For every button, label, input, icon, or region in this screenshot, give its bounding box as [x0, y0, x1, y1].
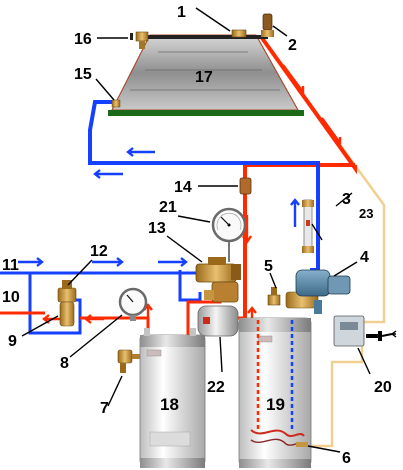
solar-collector-icon[interactable] — [108, 34, 304, 116]
label-3: 3 — [342, 191, 351, 208]
label-13: 13 — [148, 220, 166, 237]
label-6: 6 — [342, 450, 351, 467]
collector-header — [142, 35, 268, 39]
air-vent-icon — [261, 13, 274, 37]
check-valve-icon — [239, 177, 252, 195]
label-5: 5 — [264, 258, 273, 275]
label-14: 14 — [174, 179, 192, 196]
flow-meter-icon — [302, 199, 314, 253]
drain-valve-collector-icon — [111, 99, 121, 108]
domestic-cold-line — [0, 270, 202, 335]
vacuum-breaker-icon — [130, 31, 149, 49]
circulating-pump-icon[interactable] — [285, 269, 351, 314]
label-7: 7 — [100, 400, 109, 417]
label-12: 12 — [90, 243, 108, 260]
solar-storage-tank-icon[interactable] — [238, 317, 312, 468]
label-16: 16 — [74, 31, 92, 48]
label-20: 20 — [374, 379, 392, 396]
label-10: 10 — [2, 289, 20, 306]
label-17: 17 — [195, 69, 213, 86]
label-15: 15 — [74, 66, 92, 83]
pressure-gauge-icon — [211, 207, 247, 262]
boiler-drain-valve-icon — [267, 287, 281, 306]
heat-exchanger-coil — [256, 320, 294, 430]
label-22: 22 — [207, 379, 225, 396]
callout-labels: 1 2 3 4 5 6 7 8 9 10 11 12 13 14 15 16 1… — [2, 4, 392, 467]
collector-frame — [108, 110, 304, 116]
label-18: 18 — [160, 395, 179, 414]
label-19: 19 — [266, 395, 285, 414]
expansion-tank-icon[interactable] — [197, 305, 239, 337]
label-4: 4 — [360, 249, 369, 266]
tempering-valve-icon — [195, 257, 241, 303]
temperature-sensor-icon — [231, 29, 247, 38]
label-9: 9 — [8, 333, 17, 350]
label-23: 23 — [359, 206, 373, 221]
leader-lines — [21, 7, 371, 453]
thermometer-dial-icon — [118, 287, 148, 321]
differential-controller-icon[interactable] — [333, 315, 397, 347]
label-8: 8 — [60, 355, 69, 372]
label-11: 11 — [2, 257, 19, 274]
label-21: 21 — [159, 199, 177, 216]
label-1: 1 — [177, 4, 186, 21]
water-heater-tank-icon[interactable] — [139, 328, 206, 468]
mixing-valve-left-icon — [57, 280, 77, 327]
label-2: 2 — [288, 37, 297, 54]
relief-valve-icon — [117, 349, 142, 373]
flow-arrows — [18, 64, 342, 324]
